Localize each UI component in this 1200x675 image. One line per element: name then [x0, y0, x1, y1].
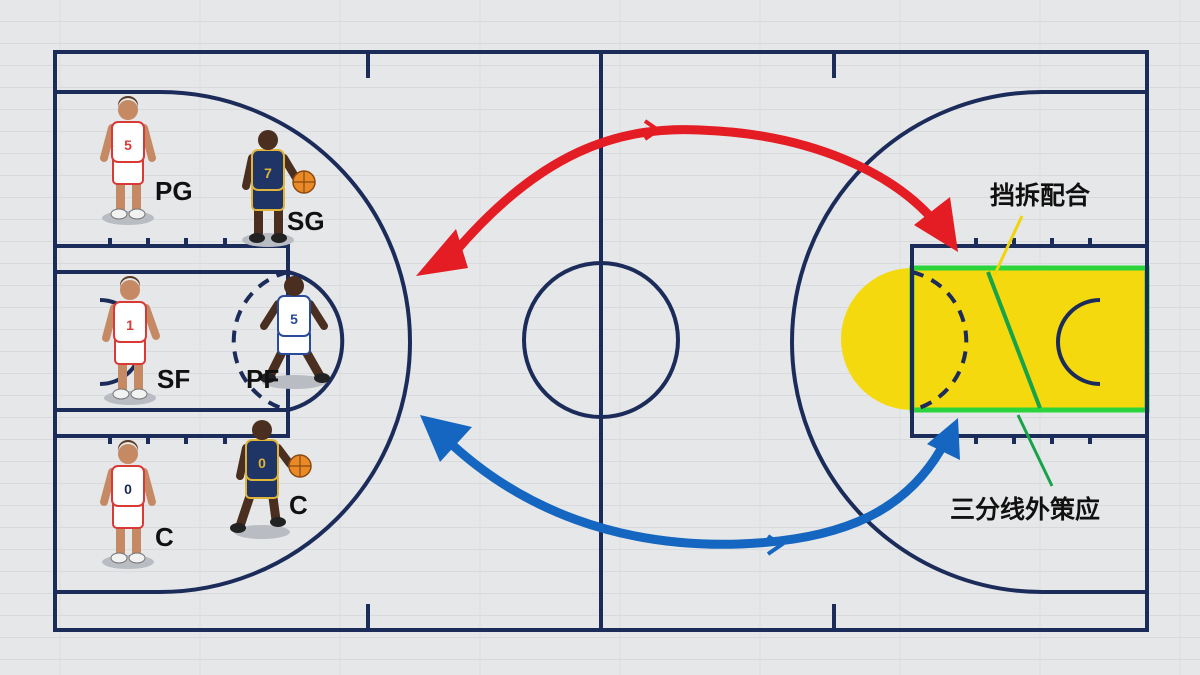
blue-arrow	[420, 415, 960, 556]
player-jersey	[113, 301, 147, 343]
blue-arrowhead-right	[927, 418, 960, 460]
player-shoe-right	[314, 373, 330, 383]
player-arm-right	[280, 154, 300, 182]
red-arrowhead-left	[416, 229, 468, 276]
player-shoe-right	[128, 552, 146, 564]
player-c-left: 0	[100, 440, 156, 569]
right-lane-hashes	[974, 238, 1092, 444]
player-arm-left	[102, 304, 118, 342]
right-free-throw-arc-dashed	[911, 270, 969, 412]
blue-arrow-midpoint-chevron	[766, 534, 785, 556]
ball-seam	[293, 171, 315, 193]
jersey-number: 5	[124, 137, 132, 153]
highlight-zone	[841, 265, 1150, 413]
right-three-point-line	[790, 90, 1147, 594]
jersey-number: 1	[126, 317, 134, 333]
basketball-icon	[292, 170, 316, 194]
player-shadow	[102, 555, 154, 569]
player-jersey	[111, 465, 145, 507]
player-arm-right	[306, 300, 328, 330]
player-arm-left	[100, 468, 116, 506]
blue-arrow-body	[440, 433, 951, 549]
player-shoe-right	[128, 208, 146, 220]
red-arrow-body	[445, 125, 940, 263]
highlight-paint	[909, 265, 1150, 413]
pointer-line-yellow	[992, 215, 1024, 277]
player-sg: 7	[242, 130, 316, 247]
player-arm-left	[260, 300, 282, 330]
player-shoe-left	[230, 523, 246, 533]
player-pg: 5	[100, 96, 156, 225]
player-shoe-left	[249, 233, 265, 243]
player-head	[118, 444, 138, 464]
player-arm-left	[100, 124, 116, 162]
player-arm-right	[274, 444, 294, 468]
left-free-throw-arc	[287, 270, 345, 412]
player-head	[252, 420, 272, 440]
player-shoe-left	[260, 373, 276, 383]
jersey-number: 0	[124, 481, 132, 497]
jersey-number: 5	[290, 311, 298, 327]
player-hair	[118, 96, 138, 108]
player-arm-right	[140, 468, 156, 506]
player-shadow	[102, 211, 154, 225]
label-c-left: C	[155, 522, 174, 552]
red-arrow-midpoint-chevron	[643, 119, 662, 141]
label-pf: PF	[246, 364, 280, 394]
red-arrow	[416, 119, 958, 276]
highlight-diagonal	[986, 271, 1042, 409]
player-shoe-left	[110, 552, 128, 564]
ball-seam	[289, 455, 311, 477]
player-hair	[118, 440, 138, 452]
player-shoe-right	[271, 233, 287, 243]
left-free-throw-arc-dashed	[231, 270, 289, 412]
label-sg: SG	[287, 206, 325, 236]
player-shoe-right	[130, 388, 148, 400]
left-lane-hashes	[108, 238, 227, 444]
player-arm-right	[140, 124, 156, 162]
player-hair	[120, 276, 140, 288]
basketball-icon	[288, 454, 312, 478]
red-arrowhead-right	[914, 197, 958, 252]
player-head	[258, 130, 278, 150]
player-pf: 5	[260, 276, 330, 389]
player-shoe-left	[112, 388, 130, 400]
right-restricted-arc	[1056, 298, 1101, 386]
player-shadow	[234, 525, 290, 539]
center-circle	[522, 261, 680, 419]
player-sf: 1	[102, 276, 160, 405]
player-shoe-left	[110, 208, 128, 220]
players: 5 7	[100, 96, 330, 569]
player-shadow	[104, 391, 156, 405]
highlight-semicircle	[841, 268, 912, 410]
pointer-line-green	[1016, 414, 1054, 487]
player-head	[118, 100, 138, 120]
jersey-number: 0	[258, 455, 266, 471]
label-sf: SF	[157, 364, 191, 394]
annotation-pick-and-roll: 挡拆配合	[990, 182, 1091, 210]
player-shadow	[262, 375, 326, 389]
player-head	[284, 276, 304, 296]
player-jersey	[111, 121, 145, 163]
jersey-number: 7	[264, 165, 272, 181]
player-c-right: 0	[230, 420, 312, 539]
blue-arrowhead-left	[420, 415, 472, 462]
label-pg: PG	[155, 176, 193, 206]
label-c-right: C	[289, 490, 308, 520]
left-three-point-line	[55, 90, 412, 594]
player-shoe-right	[270, 517, 286, 527]
annotation-three-point-strategy: 三分线外策应	[950, 496, 1101, 524]
player-head	[120, 280, 140, 300]
